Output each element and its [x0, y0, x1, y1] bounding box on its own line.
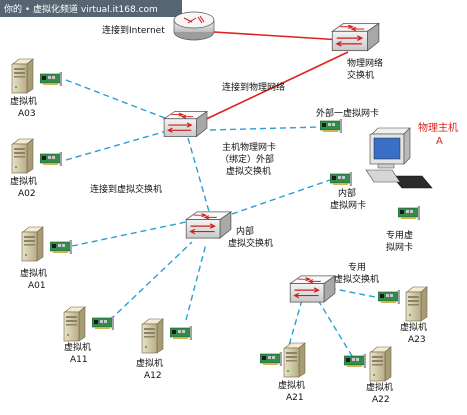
internet-link — [213, 31, 343, 41]
internet-router-icon — [173, 11, 215, 41]
physical-host-label-2: A — [436, 136, 443, 147]
internal-vnic-icon — [330, 172, 352, 186]
internal-switch-label-2: 虚拟交换机 — [228, 237, 273, 249]
vm-a21-id: A21 — [286, 393, 304, 403]
links — [65, 31, 381, 357]
link-a03 — [65, 79, 171, 121]
external-vnic-icon — [320, 119, 342, 133]
private-vnic-label-1: 专用虚 — [386, 229, 413, 241]
vm-a02-server-icon — [11, 138, 34, 174]
vm-a03-server-icon — [11, 58, 34, 94]
private-vnic-label-2: 拟网卡 — [386, 241, 413, 253]
host-nic-label-1: 主机物理网卡 — [222, 141, 276, 153]
link-a11 — [109, 241, 193, 321]
vm-a02-name: 虚拟机 — [10, 175, 37, 187]
vm-a02-id: A02 — [18, 189, 36, 199]
physical-switch-label-1: 物理网络 — [347, 57, 383, 69]
link-external-vnic — [209, 126, 321, 131]
vm-a11-id: A11 — [70, 355, 88, 365]
vm-a01-nic-icon — [50, 240, 72, 254]
vm-a23-id: A23 — [408, 335, 426, 345]
vm-a22-name: 虚拟机 — [366, 381, 393, 393]
internet-label: 连接到Internet — [102, 24, 165, 36]
vm-a11-server-icon — [63, 306, 86, 342]
vm-a01-server-icon — [21, 226, 44, 262]
vm-a22-id: A22 — [372, 395, 390, 405]
connect-physical-label: 连接到物理网络 — [222, 81, 285, 93]
vm-a23-server-icon — [405, 286, 428, 322]
vm-a11-nic-icon — [92, 316, 114, 330]
physical-host-icon — [365, 127, 433, 189]
vm-a01-name: 虚拟机 — [20, 267, 47, 279]
vm-a22-nic-icon — [344, 354, 366, 368]
connect-virtual-label: 连接到虚拟交换机 — [90, 183, 162, 195]
vm-a12-name: 虚拟机 — [136, 357, 163, 369]
private-switch-label-2: 虚拟交换机 — [334, 273, 379, 285]
internal-switch-label-1: 内部 — [236, 225, 254, 237]
external-vswitch-icon — [163, 110, 208, 138]
vm-a03-nic-icon — [40, 72, 62, 86]
host-nic-label-2: （绑定）外部 — [220, 153, 274, 165]
vm-a03-id: A03 — [18, 109, 36, 119]
internal-vswitch-icon — [185, 211, 232, 239]
link-a01 — [71, 221, 187, 247]
vm-a01-id: A01 — [28, 281, 46, 291]
link-a12 — [185, 243, 207, 321]
vm-a11-name: 虚拟机 — [64, 341, 91, 353]
watermark-text: 你的 • 虚拟化频道 virtual.it168.com — [4, 3, 158, 15]
vm-a03-name: 虚拟机 — [10, 95, 37, 107]
external-vnic-label: 外部一虚拟网卡 — [316, 107, 379, 119]
vm-a12-server-icon — [141, 318, 164, 354]
physical-switch-label-2: 交换机 — [347, 69, 374, 81]
vm-a23-nic-icon — [378, 290, 400, 304]
private-vnic-icon — [398, 206, 420, 220]
vm-a22-server-icon — [369, 346, 392, 382]
physical-switch-icon — [331, 22, 380, 52]
physical-link — [199, 51, 349, 123]
vm-a12-id: A12 — [144, 371, 162, 381]
link-a22 — [317, 299, 353, 357]
watermark: 你的 • 虚拟化频道 virtual.it168.com — [0, 0, 182, 17]
link-a02 — [65, 129, 171, 161]
vm-a23-name: 虚拟机 — [400, 321, 427, 333]
link-internal-vnic — [231, 179, 331, 215]
private-vswitch-icon — [289, 275, 336, 303]
host-nic-label-3: 虚拟交换机 — [226, 165, 271, 177]
private-switch-label-1: 专用 — [348, 261, 366, 273]
vm-a21-server-icon — [283, 342, 306, 378]
physical-host-label-1: 物理主机 — [418, 121, 458, 134]
vm-a21-nic-icon — [260, 352, 282, 366]
vm-a02-nic-icon — [40, 152, 62, 166]
link-switch-to-internal — [187, 137, 211, 216]
vm-a21-name: 虚拟机 — [278, 379, 305, 391]
internal-vnic-label-2: 虚拟网卡 — [330, 199, 366, 211]
internal-vnic-label-1: 内部 — [338, 187, 356, 199]
vm-a12-nic-icon — [170, 326, 192, 340]
